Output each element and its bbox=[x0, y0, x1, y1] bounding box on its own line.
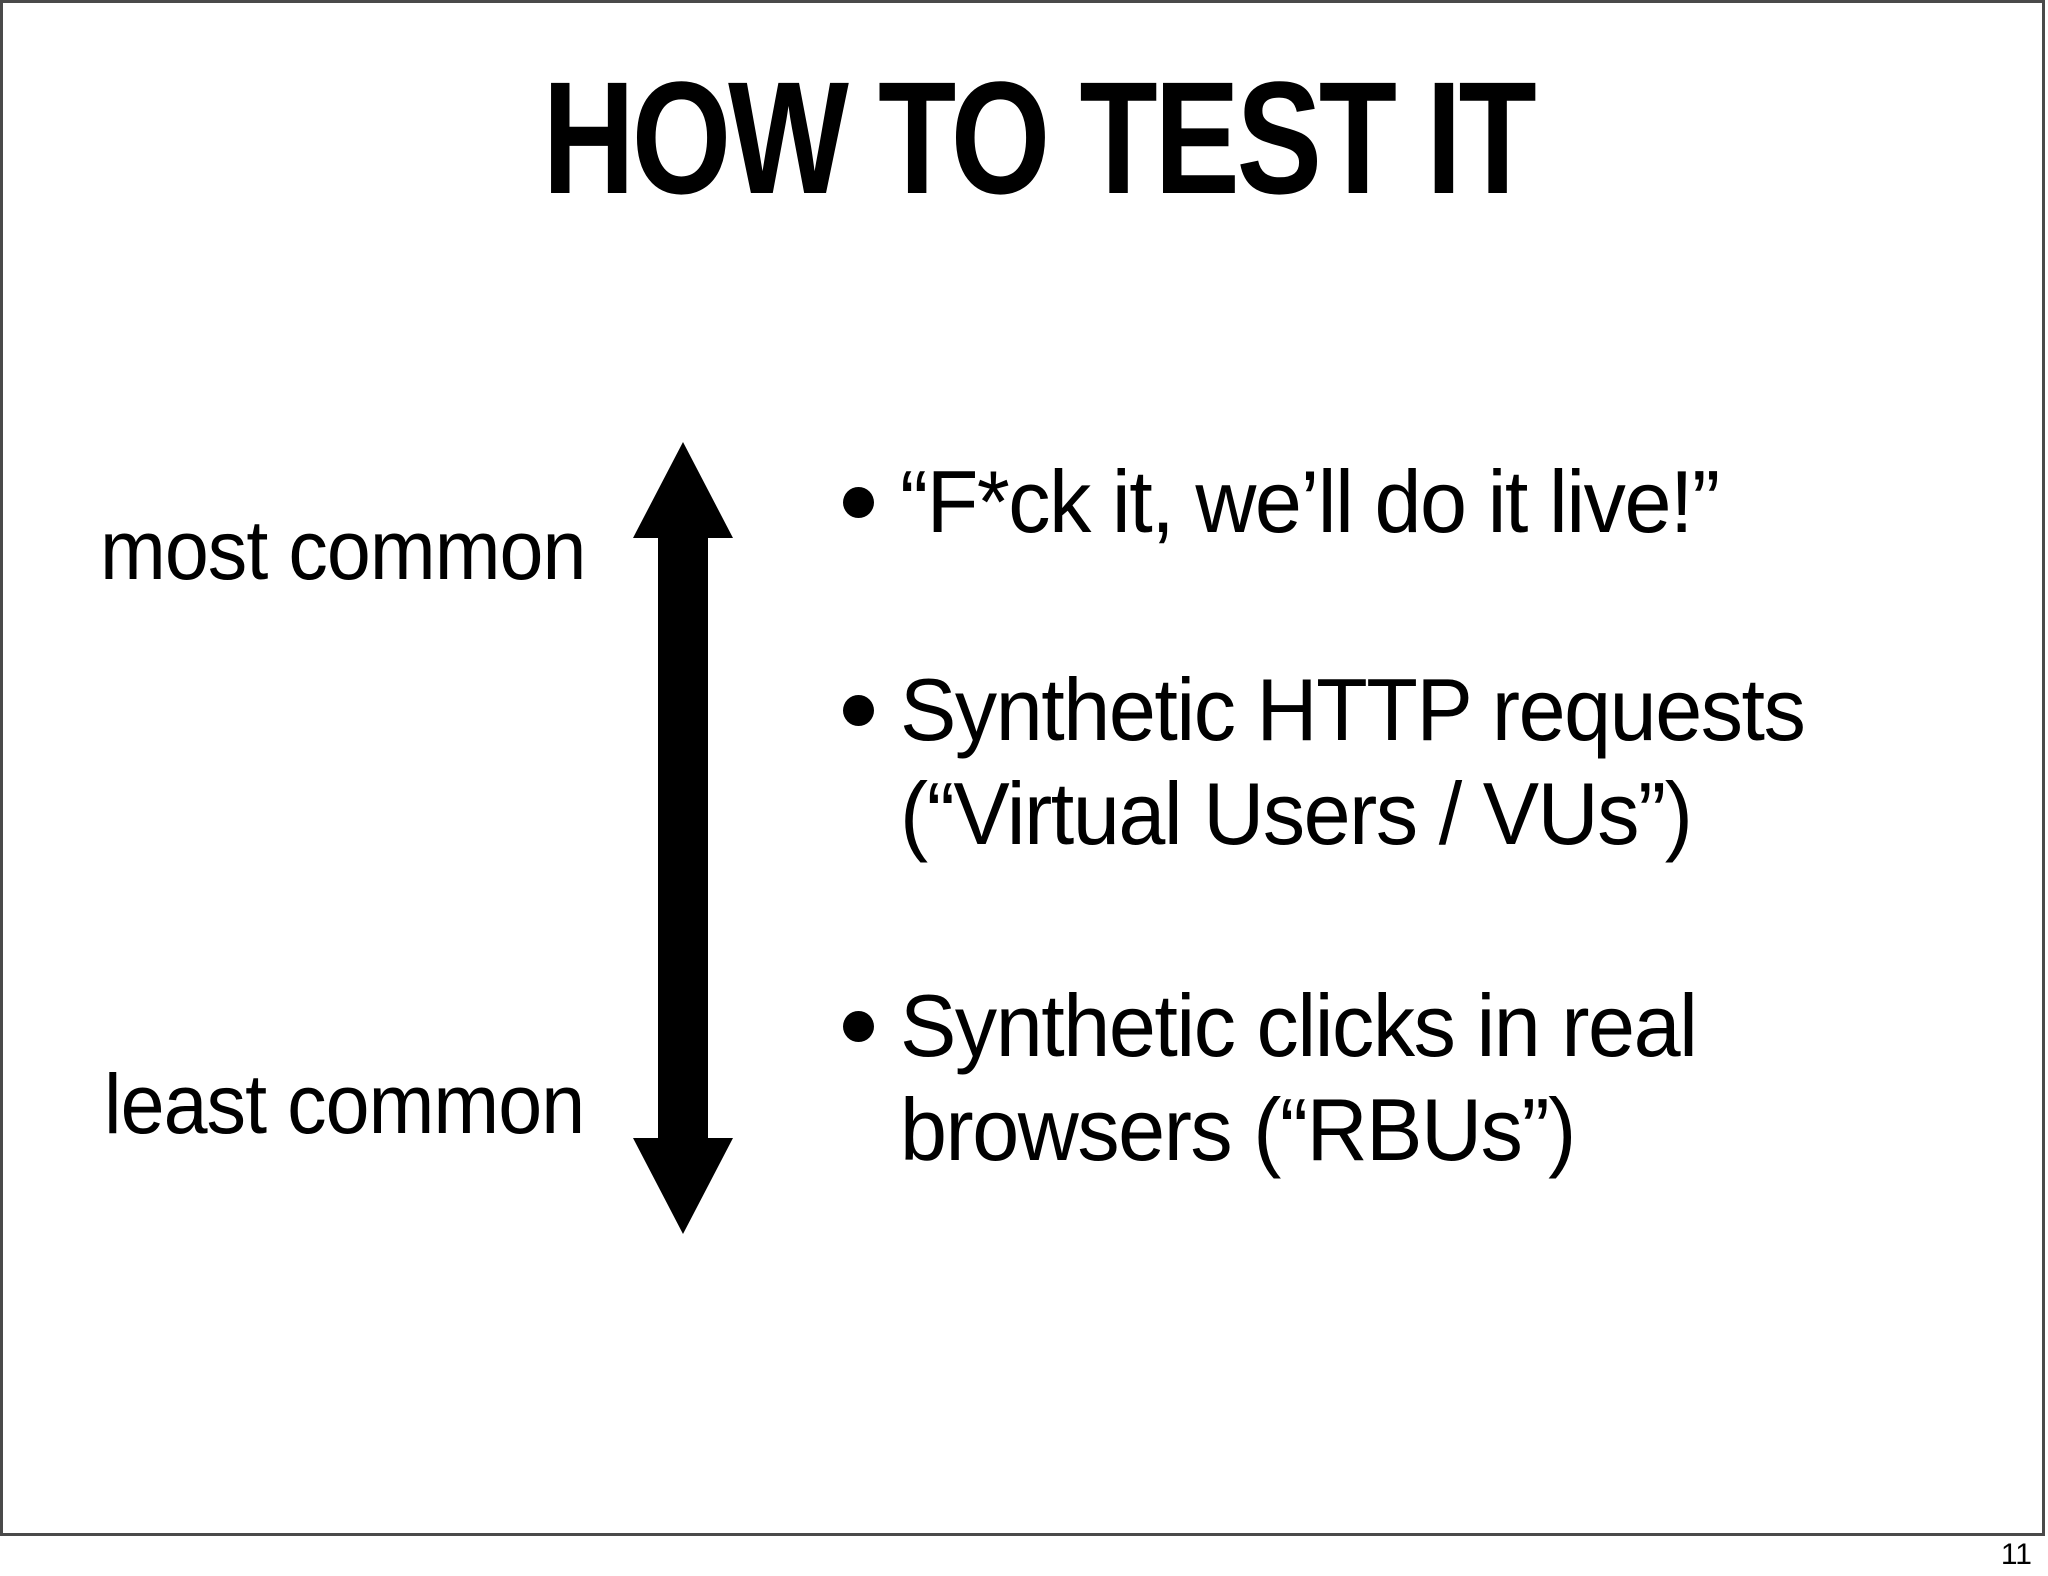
list-item: “F*ck it, we’ll do it live!” bbox=[843, 450, 1973, 554]
slide-frame-border bbox=[0, 0, 2045, 1536]
bullet-line: “F*ck it, we’ll do it live!” bbox=[900, 452, 1720, 551]
bullet-icon bbox=[843, 1011, 874, 1042]
page-number: 11 bbox=[2000, 1538, 2032, 1571]
bullet-line: (“Virtual Users / VUs”) bbox=[900, 764, 1693, 863]
list-item: Synthetic clicks in real browsers (“RBUs… bbox=[843, 974, 1973, 1182]
bullet-text: Synthetic clicks in real browsers (“RBUs… bbox=[900, 974, 1698, 1182]
bullet-line: browsers (“RBUs”) bbox=[900, 1080, 1576, 1179]
bullet-text: Synthetic HTTP requests (“Virtual Users … bbox=[900, 658, 1806, 866]
slide-title: HOW TO TEST IT bbox=[542, 48, 1536, 227]
bullet-text: “F*ck it, we’ll do it live!” bbox=[900, 450, 1720, 554]
axis-label-most-common: most common bbox=[100, 503, 586, 597]
list-item: Synthetic HTTP requests (“Virtual Users … bbox=[843, 658, 1973, 866]
frequency-axis bbox=[630, 442, 736, 1234]
bullet-icon bbox=[843, 487, 874, 518]
axis-label-least-common: least common bbox=[104, 1057, 585, 1151]
bullet-line: Synthetic clicks in real bbox=[900, 976, 1698, 1075]
bullet-icon bbox=[843, 695, 874, 726]
double-arrow-icon bbox=[633, 442, 733, 1234]
bullet-line: Synthetic HTTP requests bbox=[900, 660, 1806, 759]
bullet-list: “F*ck it, we’ll do it live!” Synthetic H… bbox=[843, 450, 1973, 1182]
